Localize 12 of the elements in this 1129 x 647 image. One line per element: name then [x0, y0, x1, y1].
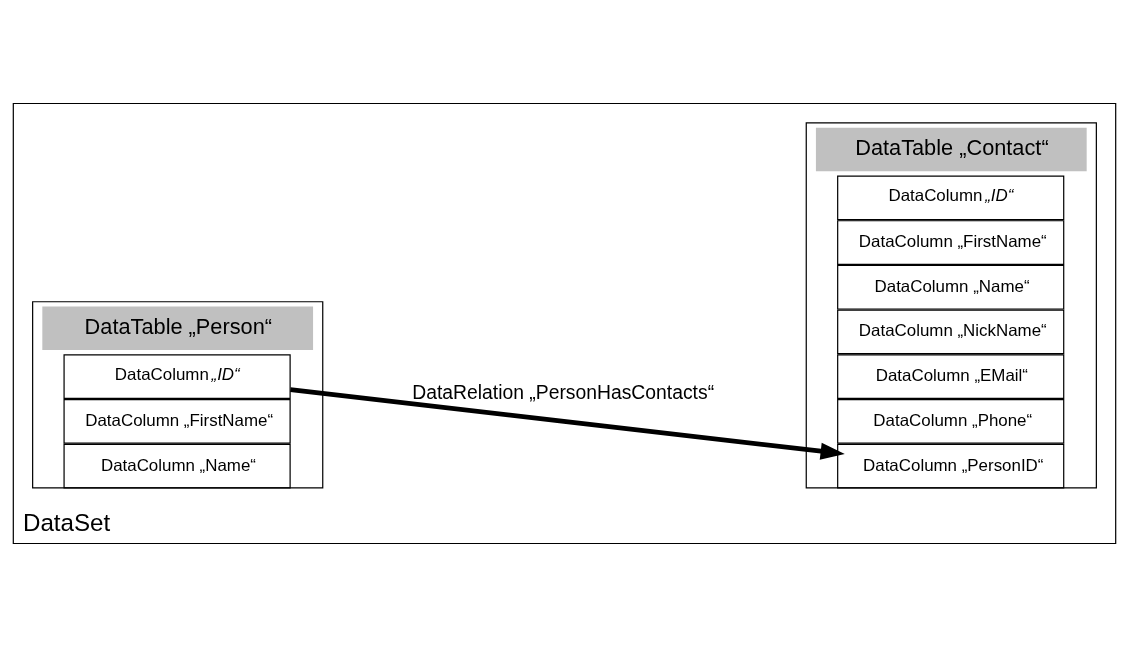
- node-box: DataColumn „PersonID“: [837, 443, 1065, 489]
- edge-label: DataRelation „PersonHasContacts“: [412, 381, 715, 404]
- node-box: DataColumn „ID“: [63, 354, 291, 400]
- node-box: DataColumn „Phone“: [837, 399, 1065, 444]
- node-box: DataColumn „EMail“: [837, 354, 1065, 400]
- node-box: DataColumn „ID“: [837, 175, 1065, 221]
- node-box: DataColumn „NickName“: [837, 309, 1065, 355]
- node-box: DataColumn „Name“: [63, 443, 291, 489]
- arrow: [290, 387, 845, 460]
- node-box: DataColumn „FirstName“: [63, 399, 291, 444]
- node-box: DataColumn „Name“: [837, 264, 1065, 310]
- node-box: DataColumn „FirstName“: [837, 220, 1065, 265]
